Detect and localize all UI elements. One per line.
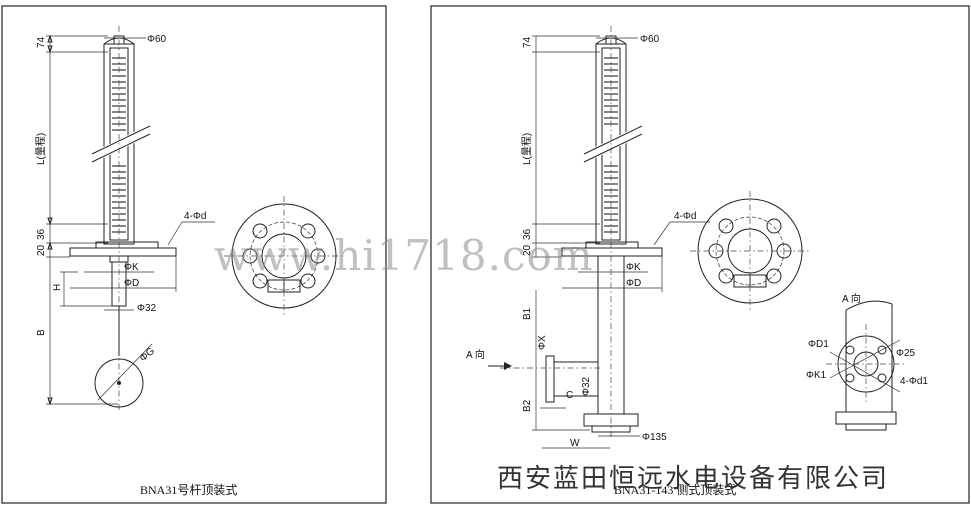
left-dim-phik: ΦK (124, 262, 139, 273)
left-dim-range: L(量程) (35, 133, 47, 165)
right-panel-frame (430, 5, 970, 504)
right-panel: 74 L(量程) 36 20 B1 B2 (430, 5, 970, 504)
right-vertical-dimensions (532, 35, 600, 431)
left-dim-bolts: 4-Φd (184, 211, 206, 222)
right-flange-view (690, 191, 810, 311)
right-dim-c: C (566, 390, 573, 401)
right-dim-b2: B2 (522, 399, 533, 412)
left-float-ball (94, 358, 144, 408)
direction-a-arrow (504, 362, 512, 370)
left-panel: 74 L(量程) 36 20 H B (1, 5, 387, 504)
left-flange-view (224, 196, 344, 316)
left-dim-36: 36 (36, 228, 47, 240)
right-dim-20: 20 (522, 244, 533, 256)
right-dim-phid: ΦD (626, 278, 641, 289)
left-gauge-column (69, 26, 177, 410)
left-dim-phi32: Φ32 (137, 303, 157, 314)
right-dim-phix: ΦX (537, 335, 548, 350)
right-dim-phik1: ΦK1 (806, 370, 827, 381)
right-caption: BNA31-143 侧式顶装式 (614, 483, 736, 497)
right-dim-range: L(量程) (521, 133, 533, 165)
right-dim-phid1: ΦD1 (808, 339, 829, 350)
left-vertical-dimensions (46, 34, 118, 406)
right-dim-phi60: Φ60 (640, 34, 660, 45)
left-dim-74: 74 (36, 36, 47, 48)
right-dim-74: 74 (522, 36, 533, 48)
left-dim-b: B (36, 329, 47, 336)
left-dim-phi60: Φ60 (147, 34, 167, 45)
right-dim-w: W (570, 438, 580, 449)
left-panel-frame (1, 5, 387, 504)
right-dim-bolts2: 4-Φd1 (900, 376, 928, 387)
left-dim-20: 20 (36, 244, 47, 256)
left-dim-phid: ΦD (124, 278, 139, 289)
right-dim-phi32: Φ32 (581, 376, 592, 396)
right-dim-bolts: 4-Φd (674, 211, 696, 222)
right-dir-a-label: A 向 (466, 348, 485, 361)
right-dim-36: 36 (522, 228, 533, 240)
company-name: 西安蓝田恒远水电设备有限公司 (497, 464, 889, 494)
left-caption: BNA31号杆顶装式 (140, 483, 237, 497)
left-dim-phig: ΦG (138, 346, 157, 365)
right-dim-b1: B1 (522, 307, 533, 320)
right-dim-phi135: Φ135 (642, 432, 667, 443)
left-dim-h: H (52, 284, 63, 291)
right-dim-phik: ΦK (626, 262, 641, 273)
right-gauge-column (500, 26, 663, 440)
a-direction-view: A 向 (826, 292, 906, 431)
right-dim-phi25: Φ25 (896, 348, 916, 359)
right-view-a-label: A 向 (842, 292, 861, 305)
watermark: www.hi1718.com (214, 231, 594, 280)
